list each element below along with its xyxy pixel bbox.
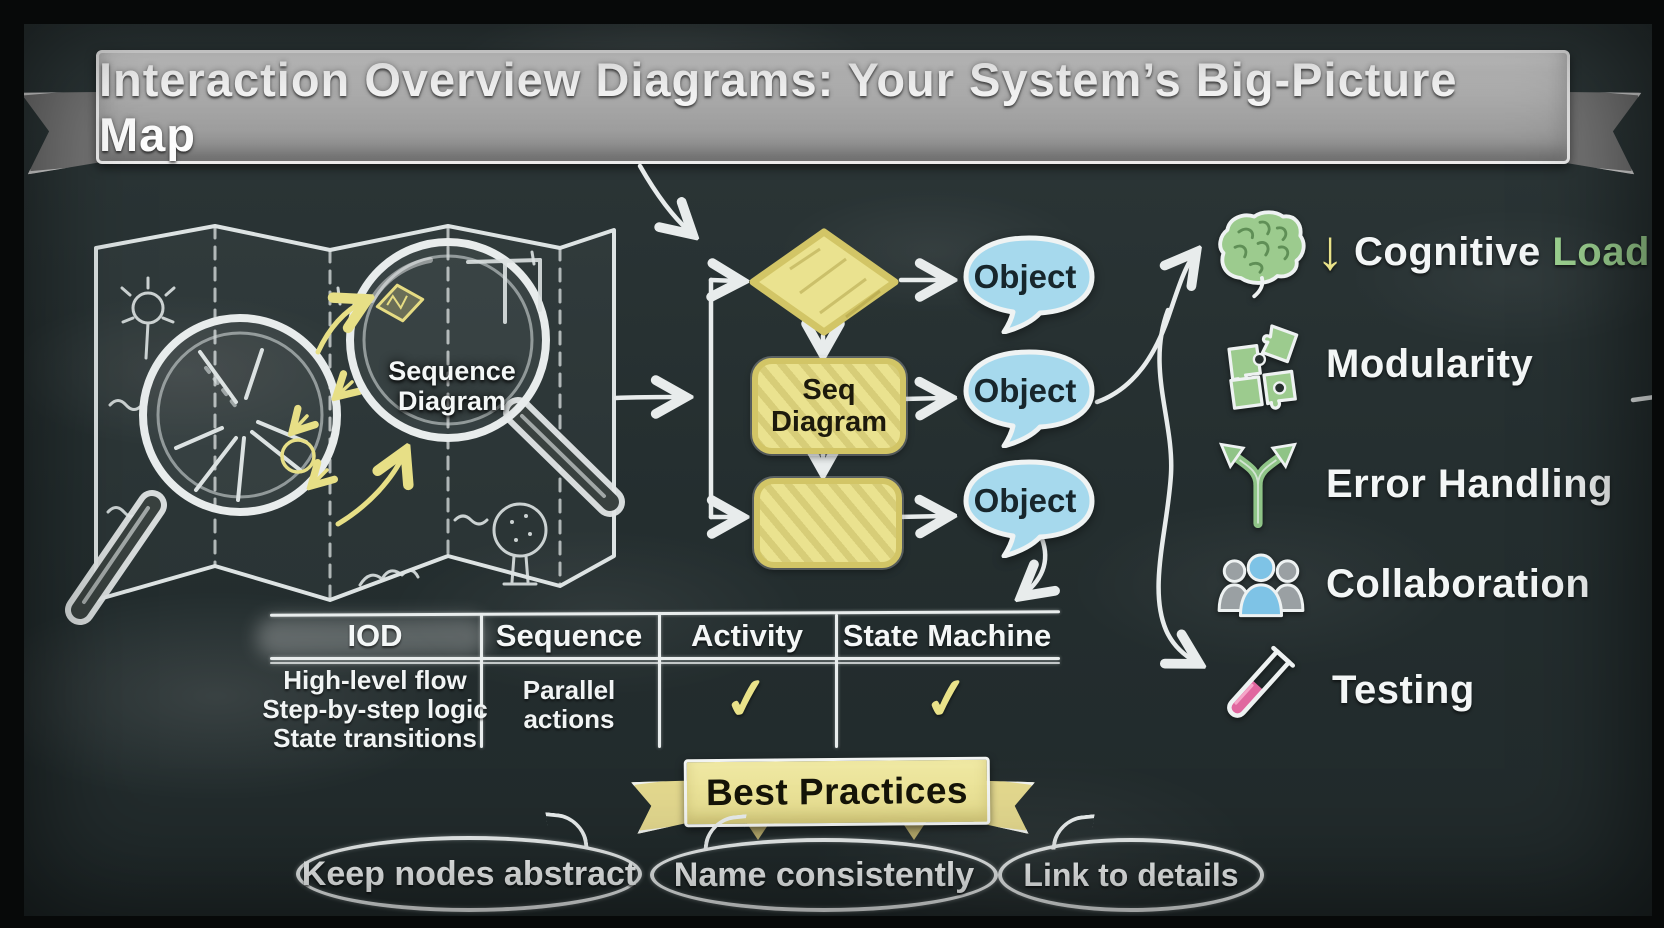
title-banner: Interaction Overview Diagrams: Your Syst…: [96, 50, 1570, 164]
table-header-sequence: Sequence: [495, 618, 643, 653]
speech-bubble-shape: [963, 235, 1095, 334]
tip-label: Link to details: [1023, 856, 1239, 893]
speech-bubble-shape: [963, 459, 1095, 558]
table-cell-iod: High-level flow Step-by-step logic State…: [262, 666, 487, 753]
table-check-state-machine: ✓: [919, 664, 975, 733]
decision-diamond-node: [749, 228, 899, 336]
magnifier-roads: [174, 348, 308, 502]
seq-diagram-node-label: Seq Diagram: [770, 373, 888, 438]
object-label: Object: [973, 372, 1077, 409]
map-highlight-marks: [280, 382, 352, 484]
yellow-zoom-arrows: [315, 301, 404, 527]
table-top-line: [269, 610, 1061, 617]
puzzle-icon: [1227, 324, 1299, 410]
frame-edge: [0, 916, 1664, 928]
object-bubble-3: Object: [960, 456, 1098, 558]
flow-connectors: [613, 163, 946, 517]
benefit-word-cognitive: Cognitive: [1354, 230, 1541, 274]
benefit-testing: Testing: [1332, 668, 1475, 712]
frame-edge: [1652, 0, 1664, 928]
test-tube-icon: [1227, 645, 1296, 718]
table-header-iod: IOD: [347, 618, 403, 653]
activity-node-empty: [754, 478, 902, 568]
magnifier-sequence: [346, 238, 625, 517]
best-practices-title: Best Practices: [705, 769, 969, 814]
tip-label: Keep nodes abstract: [301, 854, 637, 893]
object-bubble-1: Object: [960, 232, 1098, 334]
magnifier-label: Sequence Diagram: [388, 356, 516, 417]
object-label: Object: [973, 482, 1077, 519]
table-header-state-machine: State Machine: [842, 618, 1052, 653]
mini-diamond-icon: [375, 283, 425, 323]
frame-edge: [0, 0, 1664, 24]
tip-bubble-link-to-details: Link to details: [998, 814, 1264, 912]
table-header-line-2: [270, 662, 1060, 664]
benefit-flow-arrows: [1024, 255, 1664, 662]
benefit-modularity: Modularity: [1326, 342, 1534, 386]
page-title: Interaction Overview Diagrams: Your Syst…: [99, 53, 1458, 161]
iod-line-2: Step-by-step logic: [262, 694, 488, 724]
table-header-activity: Activity: [691, 618, 803, 653]
tip-label: Name consistently: [673, 855, 975, 894]
iod-line-1: High-level flow: [283, 665, 467, 695]
magnifier-map: [65, 314, 352, 625]
benefit-word-load: Load: [1552, 230, 1650, 274]
benefit-cognitive-load: Cognitive Load: [1354, 230, 1650, 275]
benefit-error-handling: Error Handling: [1326, 462, 1614, 506]
table-divider: [480, 614, 483, 748]
speech-bubble-shape: [963, 349, 1095, 448]
people-icon: [1217, 553, 1305, 618]
frame-edge: [0, 0, 24, 928]
tip-bubble-keep-nodes-abstract: Keep nodes abstract: [296, 812, 642, 912]
object-label: Object: [973, 258, 1077, 295]
comparison-table: IOD Sequence Activity State Machine High…: [256, 600, 1061, 753]
table-divider: [835, 614, 838, 748]
table-divider: [658, 614, 661, 748]
iod-line-3: State transitions: [273, 723, 477, 753]
tip-bubble-name-consistently: Name consistently: [650, 814, 998, 912]
branch-arrows-icon: [1218, 442, 1298, 528]
object-bubble-2: Object: [960, 346, 1098, 448]
table-cell-sequence: Parallel actions: [522, 675, 616, 734]
table-header-line: [270, 657, 1060, 660]
chalk-smudge: [256, 616, 488, 658]
brain-icon: [1218, 210, 1306, 299]
table-check-activity: ✓: [719, 664, 775, 733]
seq-diagram-node: Seq Diagram: [752, 358, 906, 454]
benefit-collaboration: Collaboration: [1326, 562, 1591, 606]
decrease-arrow-icon: ↓: [1316, 218, 1344, 281]
